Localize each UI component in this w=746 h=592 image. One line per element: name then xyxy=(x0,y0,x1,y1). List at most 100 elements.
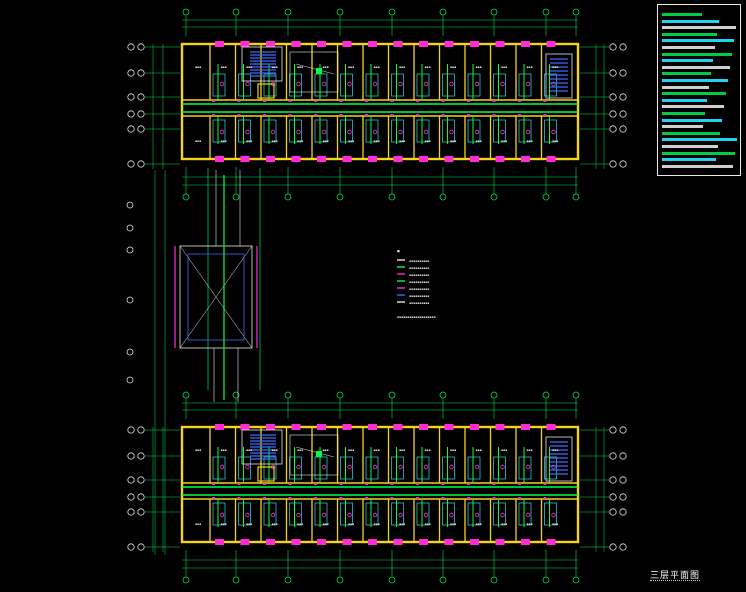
valve-symbol xyxy=(365,483,368,485)
bathroom-pod xyxy=(289,119,302,143)
axis-bubble-icon xyxy=(609,110,617,118)
room-label-mark: ▪▪▪ xyxy=(348,448,354,452)
axis-bubble-icon xyxy=(439,391,447,399)
valve-symbol xyxy=(543,497,547,499)
room-label-mark: ▪▪▪ xyxy=(221,65,227,69)
fixture-symbol xyxy=(245,129,250,135)
axis-bubble-icon xyxy=(284,193,292,201)
room-label-mark: ▪▪▪ xyxy=(425,65,431,69)
valve-symbol xyxy=(237,114,241,116)
room-label-mark: ▪▪▪ xyxy=(476,522,482,526)
valve-symbol xyxy=(263,483,266,485)
axis-bubble-icon xyxy=(137,493,145,501)
axis-bubble-icon xyxy=(388,193,396,201)
fixture-symbol xyxy=(347,464,352,470)
valve-symbol xyxy=(543,483,547,485)
valve-symbol xyxy=(492,100,496,102)
window-fixture xyxy=(291,41,301,47)
bathroom-pod xyxy=(518,456,532,480)
fixture-symbol xyxy=(398,81,403,87)
window-fixture xyxy=(291,156,301,162)
axis-bubble-icon xyxy=(619,69,627,77)
axis-bubble-icon xyxy=(284,391,292,399)
axis-bubble-icon xyxy=(609,93,617,101)
fixture-symbol xyxy=(423,129,429,135)
axis-bubble-icon xyxy=(127,93,135,101)
axis-bubble-icon xyxy=(127,43,135,51)
bathroom-pod xyxy=(365,119,379,143)
elevator-shaft xyxy=(257,83,275,99)
axis-bubble-icon xyxy=(619,543,627,551)
axis-bubble-icon xyxy=(336,193,344,201)
axis-bubble-icon xyxy=(542,193,550,201)
window-fixture xyxy=(470,41,479,47)
valve-symbol xyxy=(518,100,521,102)
sheet-title: 三层平面图 xyxy=(650,571,701,581)
window-fixture xyxy=(240,156,250,162)
axis-bubble-icon xyxy=(609,476,617,484)
room-label-mark: ▪▪▪ xyxy=(323,448,329,452)
bathroom-pod xyxy=(212,502,226,526)
window-fixture xyxy=(368,539,377,545)
legend-text-mark: ▪▪▪▪▪▪▪▪▪▪ xyxy=(409,280,429,284)
axis-bubble-icon xyxy=(137,476,145,484)
valve-symbol xyxy=(237,483,241,485)
axis-bubble-icon xyxy=(137,125,145,133)
window-fixture xyxy=(444,156,454,162)
valve-symbol xyxy=(467,114,470,116)
room-label-mark: ▪▪▪ xyxy=(272,65,278,69)
axis-bubble-icon xyxy=(388,576,396,584)
stair-icon xyxy=(545,53,573,99)
floor-plans: ▪▪▪▪▪▪▪▪▪▪▪▪▪▪▪▪▪▪▪▪▪▪▪▪▪▪▪▪▪▪▪▪▪▪▪▪▪▪▪▪… xyxy=(126,8,627,584)
bathroom-pod xyxy=(493,502,506,526)
axis-bubble-icon xyxy=(126,246,134,254)
room-label-mark: ▪▪▪ xyxy=(450,65,456,69)
window-fixture xyxy=(266,539,275,545)
fixture-symbol xyxy=(525,464,531,470)
axis-bubble-icon xyxy=(542,391,550,399)
room-label-mark: ▪▪▪ xyxy=(348,522,354,526)
room-label-mark: ▪▪▪ xyxy=(552,65,558,69)
room-label-mark: ▪▪▪ xyxy=(272,448,278,452)
valve-symbol xyxy=(212,114,215,116)
valve-symbol xyxy=(314,483,317,485)
axis-bubble-icon xyxy=(182,193,190,201)
axis-bubble-icon xyxy=(232,576,240,584)
room-label-mark: ▪▪▪ xyxy=(501,448,507,452)
axis-bubble-icon xyxy=(126,201,134,209)
window-fixture xyxy=(546,41,556,47)
room-label-mark: ▪▪▪ xyxy=(297,139,303,143)
axis-bubble-icon xyxy=(619,493,627,501)
valve-symbol xyxy=(314,114,317,116)
valve-symbol xyxy=(492,497,496,499)
room-label-mark: ▪▪▪ xyxy=(348,139,354,143)
valve-symbol xyxy=(492,483,496,485)
fixture-symbol xyxy=(398,464,403,470)
room-label-mark: ▪▪▪ xyxy=(323,139,329,143)
room-label-mark: ▪▪▪ xyxy=(501,522,507,526)
bathroom-pod xyxy=(416,502,430,526)
axis-bubble-icon xyxy=(619,160,627,168)
fixture-symbol xyxy=(219,81,225,87)
window-fixture xyxy=(266,424,275,430)
fixture-symbol xyxy=(270,129,276,135)
bathroom-pod xyxy=(467,119,481,143)
bathroom-pod xyxy=(442,73,455,97)
riser-symbol xyxy=(316,68,322,74)
valve-symbol xyxy=(518,497,521,499)
window-fixture xyxy=(419,156,428,162)
axis-bubble-icon xyxy=(542,576,550,584)
fixture-symbol xyxy=(423,464,429,470)
fixture-symbol xyxy=(500,129,505,135)
window-fixture xyxy=(495,156,505,162)
window-fixture xyxy=(291,539,301,545)
fixture-symbol xyxy=(321,129,327,135)
fixture-symbol xyxy=(423,512,429,518)
room-label-mark: ▪▪▪ xyxy=(195,448,201,452)
bathroom-pod xyxy=(544,73,557,97)
annotation-leader xyxy=(295,63,335,75)
bathroom-pod xyxy=(263,119,277,143)
valve-symbol xyxy=(543,114,547,116)
valve-symbol xyxy=(365,100,368,102)
valve-symbol xyxy=(390,100,394,102)
